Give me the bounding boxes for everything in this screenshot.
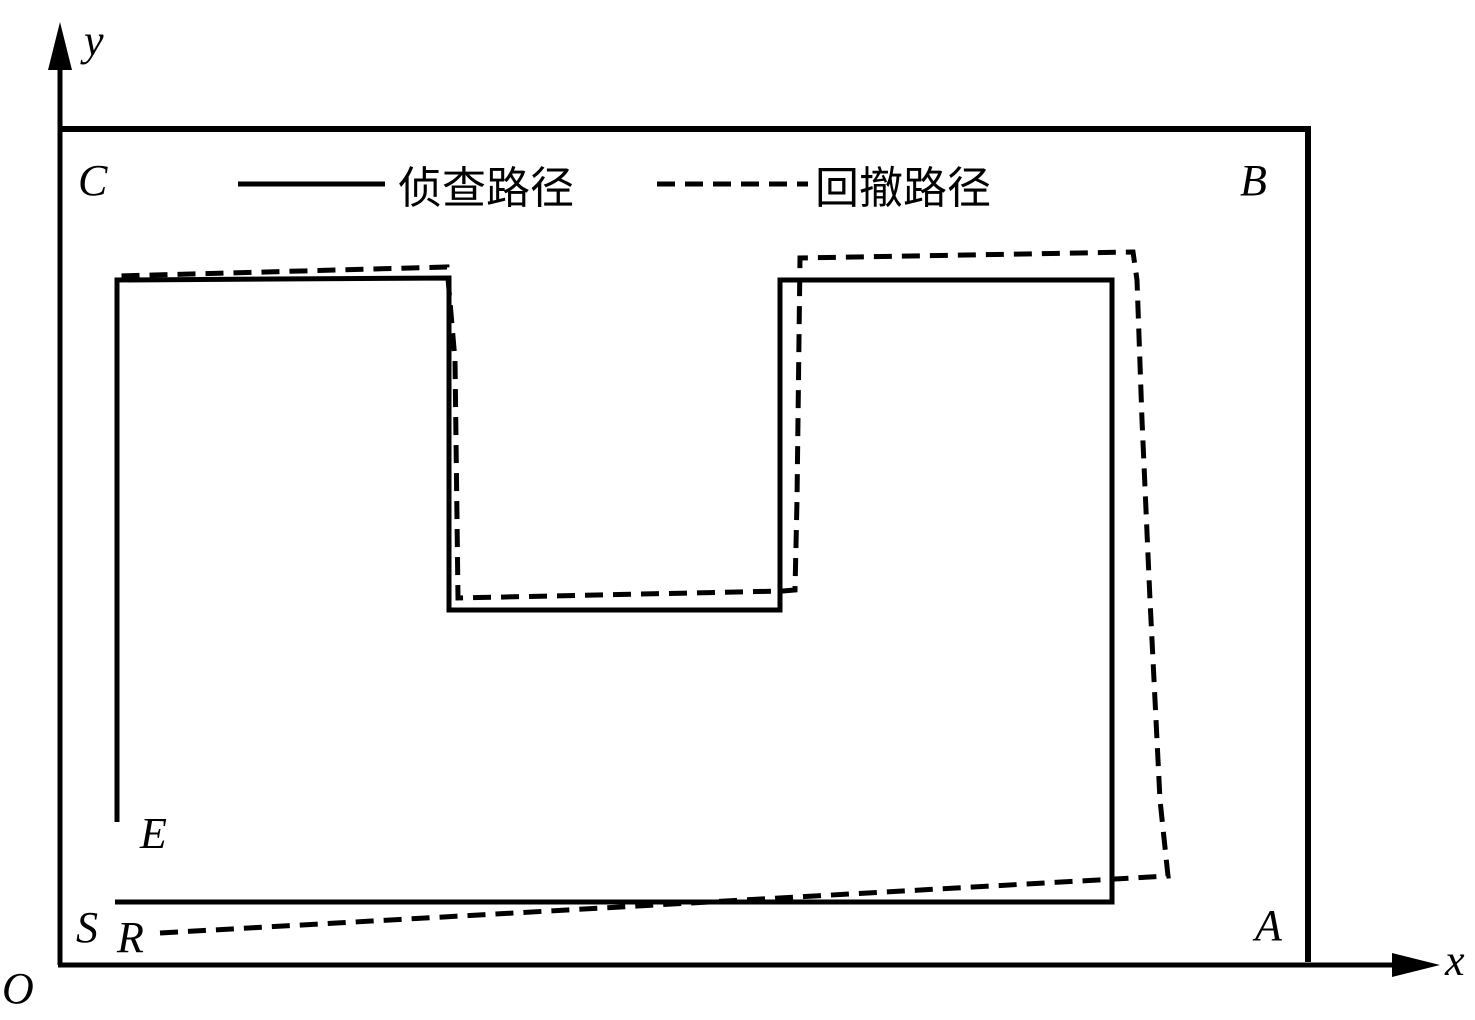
legend-recon-label: 侦查路径	[398, 163, 574, 214]
legend-retreat-label: 回撤路径	[815, 163, 991, 214]
y-axis-label: y	[80, 16, 104, 65]
origin-label: O	[2, 964, 34, 1013]
x-axis-label: x	[1444, 936, 1465, 985]
point-a-label: A	[1252, 901, 1283, 950]
recon-path	[114, 275, 1115, 905]
x-axis-arrow-icon	[1392, 953, 1440, 977]
point-r-label: R	[116, 913, 144, 962]
point-e-label: E	[139, 809, 167, 858]
y-axis-arrow-icon	[48, 22, 72, 70]
point-c-label: C	[78, 156, 108, 205]
region-boundary	[60, 126, 1311, 962]
retreat-path	[117, 249, 1171, 936]
point-b-label: B	[1240, 156, 1267, 205]
point-s-label: S	[76, 903, 98, 952]
